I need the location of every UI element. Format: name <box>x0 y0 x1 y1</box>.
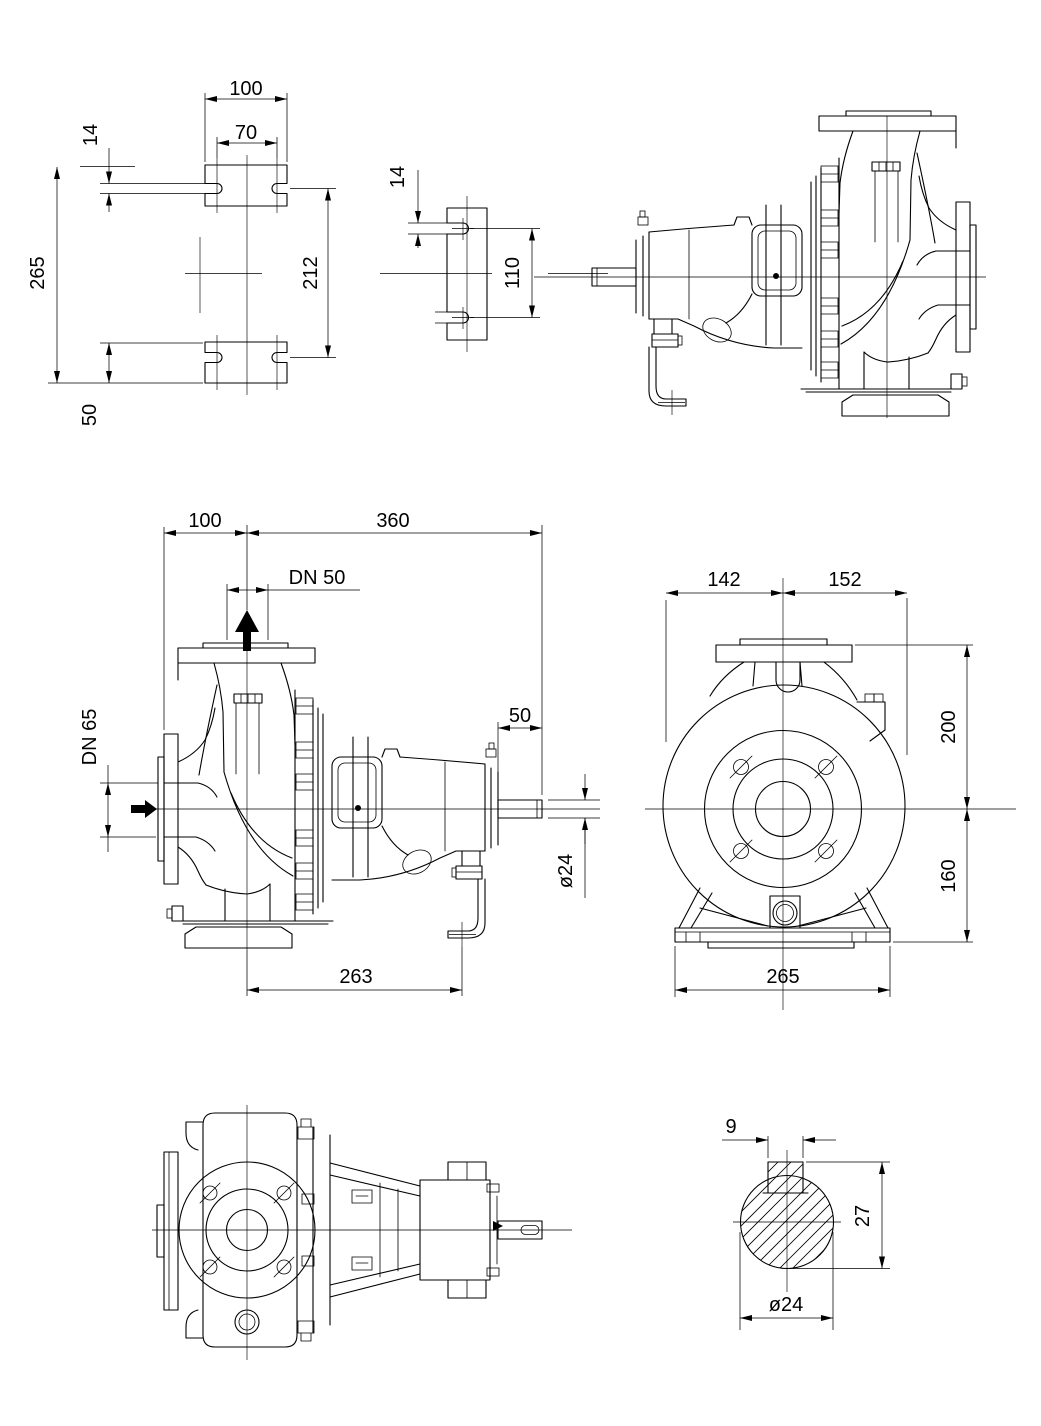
view-shaft-key-detail: 9 27 ø24 <box>722 1116 890 1330</box>
dim-slot-spacing: 70 <box>235 122 257 144</box>
dim-foot-length: 100 <box>229 78 262 100</box>
dim-overall-height: 27 <box>852 1205 874 1227</box>
view-foundation-plan: 100 70 14 265 212 50 14 110 <box>27 78 608 426</box>
dim-discharge-height: 200 <box>938 710 960 743</box>
dim-base-length: 265 <box>766 966 799 988</box>
section-cut-marker-icon <box>493 1221 503 1231</box>
view-side-elevation-dims: 100 360 DN 50 DN 65 50 ø24 263 <box>79 510 600 996</box>
dim-axis-to-shaft-end: 360 <box>376 510 409 532</box>
dim-pad-bolt-span: 110 <box>502 257 524 289</box>
dim-diameter: ø24 <box>769 1294 803 1316</box>
flange-bolt-holes <box>729 755 838 863</box>
view-top-plan <box>152 1105 572 1360</box>
dim-foot-width: 50 <box>79 404 101 426</box>
dim-discharge-nozzle: DN 50 <box>289 567 346 589</box>
dim-slot-width: 14 <box>80 124 102 146</box>
dim-overall-length: 265 <box>27 256 49 289</box>
view-side-drive-end <box>533 110 987 419</box>
dim-pad-slot-width: 14 <box>387 166 409 188</box>
discharge-flow-arrow-icon <box>235 610 259 651</box>
discharge-flange-bolt-holes <box>199 1182 295 1278</box>
dim-foot-span: 263 <box>339 966 372 988</box>
dim-shaft-diameter: ø24 <box>555 854 577 888</box>
pump-side-profile <box>148 642 600 950</box>
view1-dimensions: 100 70 14 265 212 50 14 110 <box>27 78 540 426</box>
dim-key-width: 9 <box>725 1116 736 1138</box>
dim-suction-nozzle: DN 65 <box>79 709 101 766</box>
view6-dimensions: 9 27 ø24 <box>722 1116 890 1330</box>
suction-flow-arrow-icon <box>131 800 157 818</box>
dim-bolt-span: 212 <box>300 256 322 289</box>
dim-left-half: 142 <box>707 569 740 591</box>
section-hatching <box>740 1162 834 1269</box>
dim-right-half: 152 <box>828 569 861 591</box>
dim-shaft-length: 50 <box>509 705 531 727</box>
dim-axis-height: 160 <box>938 859 960 892</box>
view-end: 142 152 200 160 265 <box>645 569 1016 1010</box>
dim-suction-face-to-axis: 100 <box>188 510 221 532</box>
view4-dimensions: 142 152 200 160 265 <box>665 569 973 997</box>
